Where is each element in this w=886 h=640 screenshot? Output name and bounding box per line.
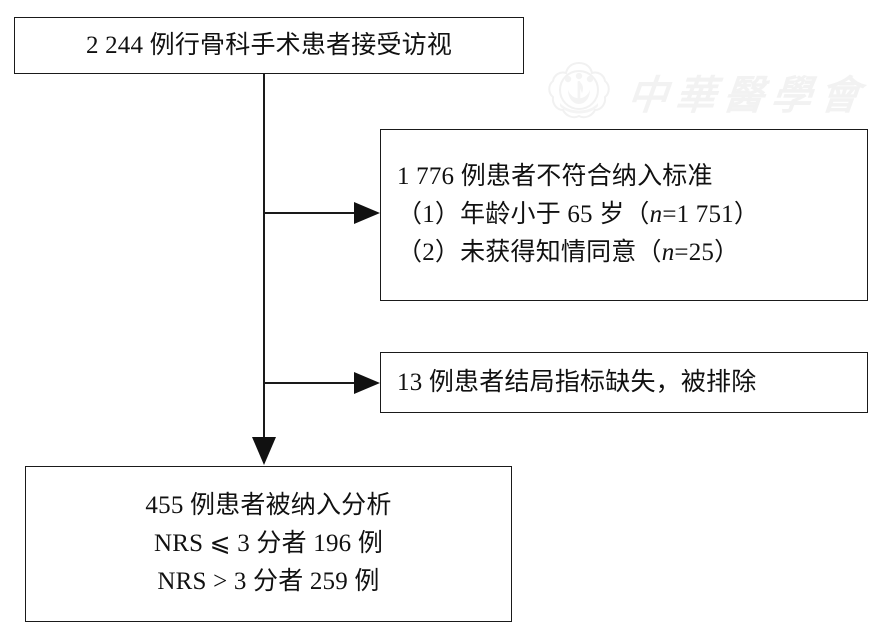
criteria-line-2-prefix: （1）年龄小于 65 岁（ bbox=[397, 201, 650, 228]
node-excluded-criteria: 1 776 例患者不符合纳入标准 （1）年龄小于 65 岁（n=1 751） （… bbox=[380, 129, 868, 301]
connector-branch-to-excluded-criteria bbox=[264, 212, 359, 214]
watermark-text: 中華醫學會 bbox=[625, 73, 870, 118]
node-excluded-outcome: 13 例患者结局指标缺失，被排除 bbox=[380, 352, 868, 413]
node-excluded-outcome-line-1: 13 例患者结局指标缺失，被排除 bbox=[397, 368, 757, 396]
criteria-line-3-value: =25） bbox=[674, 239, 740, 266]
criteria-line-2-value: =1 751） bbox=[662, 201, 760, 228]
node-analyzed-line-3: NRS > 3 分者 259 例 bbox=[157, 568, 380, 595]
connector-trunk-vertical bbox=[263, 73, 266, 463]
criteria-line-3-prefix: （2）未获得知情同意（ bbox=[397, 239, 662, 266]
connector-branch-to-excluded-outcome bbox=[264, 382, 359, 384]
node-enrolled: 2 244 例行骨科手术患者接受访视 bbox=[14, 17, 524, 74]
node-analyzed: 455 例患者被纳入分析 NRS ⩽ 3 分者 196 例 NRS > 3 分者… bbox=[25, 466, 512, 622]
node-excluded-criteria-line-2: （1）年龄小于 65 岁（n=1 751） bbox=[397, 196, 759, 234]
node-analyzed-line-2: NRS ⩽ 3 分者 196 例 bbox=[153, 530, 384, 557]
arrowhead-right-icon-1 bbox=[354, 202, 380, 224]
watermark: 中華醫學會 bbox=[546, 54, 870, 130]
node-analyzed-line-1: 455 例患者被纳入分析 bbox=[145, 492, 392, 519]
node-excluded-criteria-line-1: 1 776 例患者不符合纳入标准 bbox=[397, 163, 713, 190]
node-excluded-criteria-line-3: （2）未获得知情同意（n=25） bbox=[397, 234, 739, 272]
criteria-line-3-n-symbol: n bbox=[661, 239, 675, 266]
arrowhead-right-icon-2 bbox=[354, 372, 380, 394]
criteria-line-2-n-symbol: n bbox=[649, 201, 663, 228]
arrowhead-down-icon bbox=[252, 437, 276, 465]
association-seal-icon bbox=[546, 59, 612, 125]
node-enrolled-line-1: 2 244 例行骨科手术患者接受访视 bbox=[85, 31, 453, 59]
